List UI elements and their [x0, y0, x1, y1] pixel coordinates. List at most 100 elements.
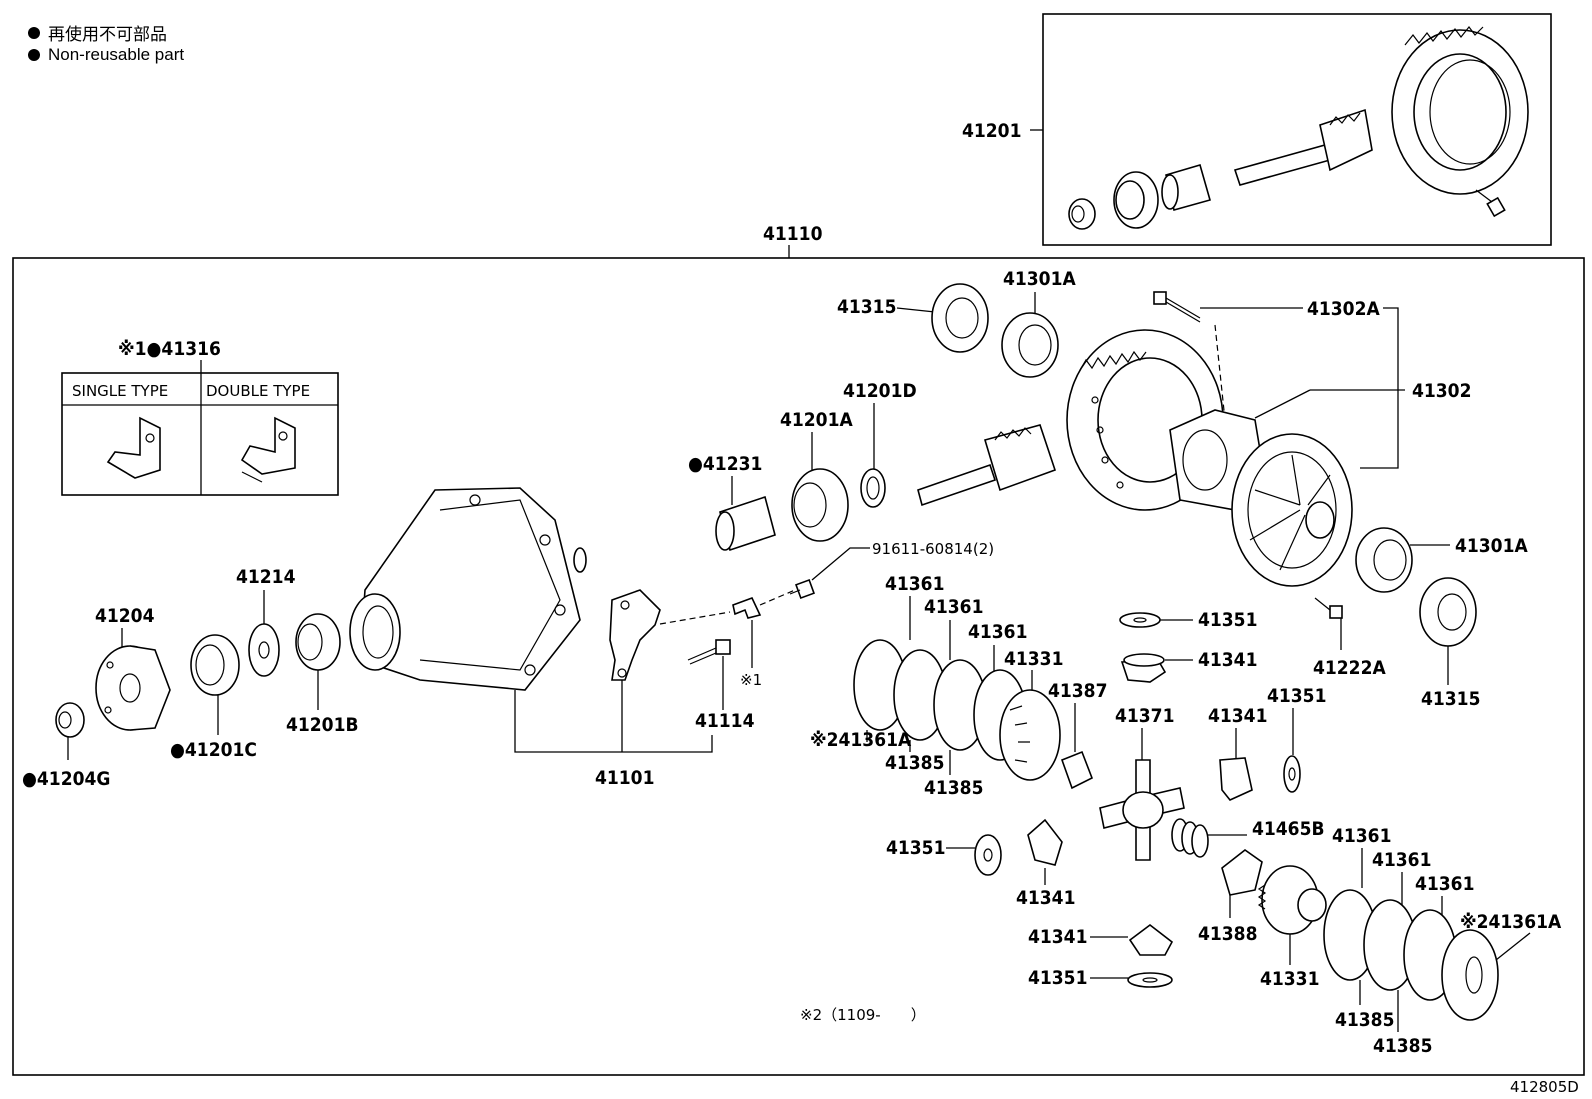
bolt-icon: [789, 579, 815, 599]
leader-41315-top: [896, 307, 936, 313]
dash-line-bolt: [759, 589, 796, 606]
legend-text-en: Non-reusable part: [48, 45, 185, 64]
label-41361-c: 41361: [968, 621, 1027, 643]
label-41222A: 41222A: [1313, 657, 1386, 679]
label-41371: 41371: [1115, 705, 1174, 727]
label-41341-bottom: 41341: [1028, 926, 1087, 948]
label-41361A-right: ※241361A: [1460, 911, 1562, 933]
label-41465B: 41465B: [1252, 818, 1325, 840]
label-41341-mid: 41341: [1208, 705, 1267, 727]
main-assembly-box: [12, 257, 1585, 1076]
lock-plate-icon: [732, 596, 762, 619]
label-41231: ●41231: [688, 453, 762, 475]
spring-pack-icon: [1171, 818, 1209, 858]
bolt-icon: [1475, 189, 1506, 218]
side-gear-icon: [1257, 865, 1327, 935]
bullet-dot-icon: [28, 26, 40, 39]
footnote-range: ※2（1109- ）: [800, 1006, 926, 1024]
leader-41302A-bracket: [1360, 307, 1399, 469]
dash-line-cap: [659, 611, 731, 625]
clutch-pack-icon: [1323, 889, 1499, 1021]
label-41301A-top: 41301A: [1003, 268, 1076, 290]
label-41301A-right: 41301A: [1455, 535, 1528, 557]
oil-seal-icon: [190, 634, 240, 696]
bearing-race-icon: [1001, 312, 1059, 378]
bolt-icon: [1314, 597, 1343, 619]
thrust-washer-icon: [1283, 755, 1301, 793]
label-41204G: ●41204G: [22, 768, 110, 790]
legend-text-ja: 再使用不可部品: [48, 25, 167, 44]
label-41361A-left: ※241361A: [810, 729, 912, 751]
label-note1: ※1: [740, 671, 762, 689]
drive-pinion-icon: [1233, 108, 1373, 186]
pinion-gear-icon: [1219, 757, 1253, 801]
bearing-cap-icon: [609, 589, 661, 681]
spacer-icon: [1161, 164, 1211, 211]
label-41201C: ●41201C: [170, 739, 257, 761]
label-41388: 41388: [1198, 923, 1257, 945]
label-41351-mid: 41351: [1267, 685, 1326, 707]
flange-nut-icon: [55, 702, 85, 738]
spider-shaft-icon: [1099, 759, 1185, 861]
shim-washer-icon: [860, 468, 886, 508]
thrust-washer-icon: [974, 834, 1002, 876]
leader-41302: [1254, 389, 1311, 419]
double-type-header: DOUBLE TYPE: [206, 382, 310, 400]
thrust-washer-icon: [1119, 612, 1161, 628]
label-41331-top: 41331: [1004, 648, 1063, 670]
bearing-spacer-icon: [715, 495, 776, 552]
label-41361-b: 41361: [924, 596, 983, 618]
rear-bearing-icon: [295, 613, 341, 671]
label-41351-low: 41351: [886, 837, 945, 859]
double-bracket-icon: [240, 416, 296, 483]
front-bearing-icon: [791, 468, 849, 542]
label-41201B: 41201B: [286, 714, 359, 736]
figure-code: 412805D: [1510, 1078, 1579, 1096]
label-41331-bottom: 41331: [1260, 968, 1319, 990]
pinion-gear-icon: [1120, 653, 1167, 683]
label-41101: 41101: [595, 767, 654, 789]
label-41351-bottom: 41351: [1028, 967, 1087, 989]
label-41385-b: 41385: [924, 777, 983, 799]
label-41316: ※1●41316: [118, 338, 221, 360]
bolt-icon: [1153, 291, 1201, 323]
ring-gear-icon: [1391, 26, 1529, 195]
label-41114: 41114: [695, 710, 755, 732]
label-41361-d: 41361: [1332, 825, 1391, 847]
label-41341-low: 41341: [1016, 887, 1075, 909]
label-41302A: 41302A: [1307, 298, 1380, 320]
leader-41361A-right: [1495, 932, 1531, 961]
bearing-race-icon: [1355, 527, 1413, 593]
bearing-icon: [1113, 171, 1159, 229]
pinion-shaft-icon: [917, 424, 1057, 507]
legend-non-reusable-en: Non-reusable part: [28, 45, 184, 65]
side-bearing-icon: [931, 283, 989, 353]
bullet-dot-icon: [28, 49, 40, 61]
dash-line-ring-bolt: [1214, 324, 1226, 421]
side-bearing-icon: [1419, 577, 1477, 647]
thrust-washer-icon: [1127, 972, 1173, 988]
thrust-plate-icon: [1060, 750, 1094, 790]
leader-91611: [811, 547, 870, 581]
label-41351-top: 41351: [1198, 609, 1257, 631]
label-41302: 41302: [1412, 380, 1471, 402]
label-41110: 41110: [763, 223, 823, 245]
carrier-housing-icon: [349, 487, 587, 691]
oil-slinger-icon: [248, 623, 280, 677]
diff-case-flange-icon: [1231, 433, 1353, 587]
label-41387: 41387: [1048, 680, 1107, 702]
label-41341-top: 41341: [1198, 649, 1257, 671]
pinion-gear-icon: [1027, 818, 1063, 866]
legend-non-reusable-ja: 再使用不可部品: [28, 20, 167, 45]
single-bracket-icon: [106, 416, 161, 479]
label-41214: 41214: [236, 566, 296, 588]
label-41361-f: 41361: [1415, 873, 1474, 895]
nut-icon: [1068, 198, 1096, 230]
label-41201D: 41201D: [843, 380, 917, 402]
label-41315-top: 41315: [837, 296, 896, 318]
pinion-gear-icon: [1128, 923, 1174, 956]
label-41201: 41201: [962, 120, 1021, 142]
companion-flange-icon: [95, 645, 171, 731]
label-41361-e: 41361: [1372, 849, 1431, 871]
